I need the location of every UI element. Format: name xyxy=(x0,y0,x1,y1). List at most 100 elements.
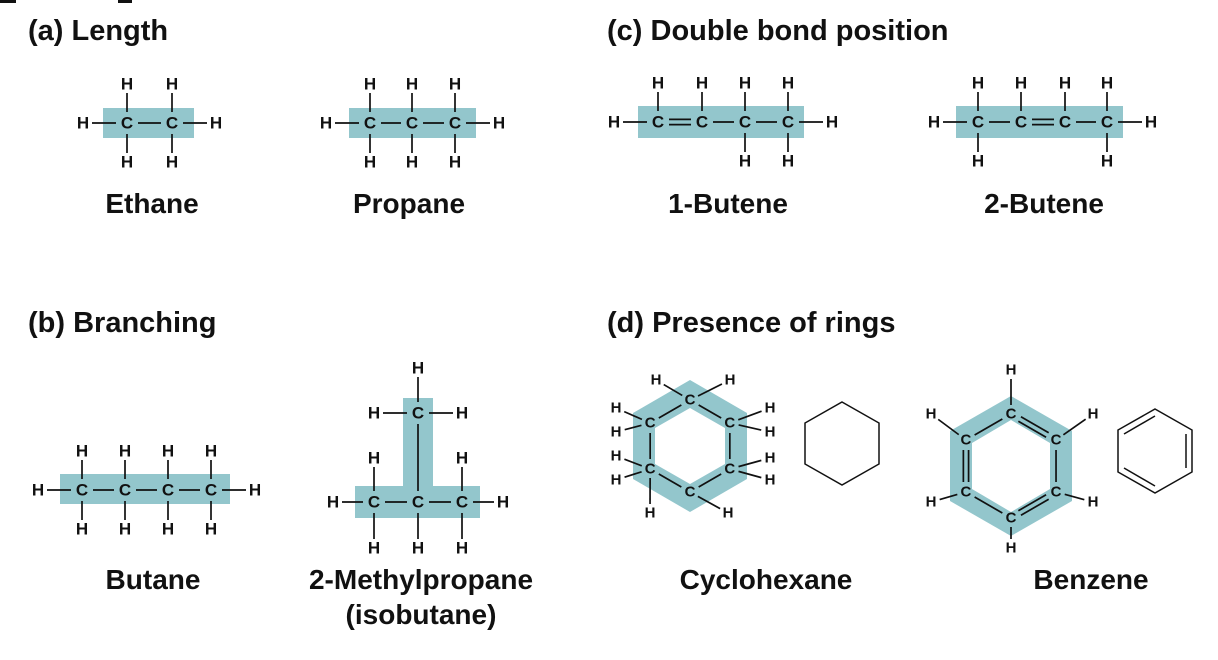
carbon-atom: C xyxy=(782,113,794,132)
hydrogen-atom: H xyxy=(826,113,838,132)
hydrogen-atom: H xyxy=(456,539,468,558)
hydrogen-atom: H xyxy=(76,442,88,461)
hydrogen-atom: H xyxy=(696,74,708,93)
hydrogen-atom: H xyxy=(723,505,734,522)
panel-a-heading: (a) Length xyxy=(28,15,168,47)
hydrogen-atom: H xyxy=(739,152,751,171)
hydrogen-atom: H xyxy=(652,74,664,93)
hydrogen-atom: H xyxy=(765,424,776,441)
molecule-name-cyclohexane: Cyclohexane xyxy=(680,564,853,595)
bond-lines xyxy=(47,92,1142,539)
carbon-atom: C xyxy=(1006,406,1017,423)
single-bond xyxy=(738,459,762,468)
hydrogen-atom: H xyxy=(926,406,937,423)
molecule-name-1-butene: 1-Butene xyxy=(668,188,788,219)
single-bond xyxy=(624,424,642,431)
hydrogen-atom: H xyxy=(493,114,505,133)
hydrogen-atom: H xyxy=(249,481,261,500)
hydrogen-atom: H xyxy=(368,404,380,423)
carbon-atom: C xyxy=(456,493,468,512)
hydrogen-atom: H xyxy=(1088,406,1099,423)
single-bond xyxy=(623,410,643,421)
panel-b-heading: (b) Branching xyxy=(28,307,217,339)
single-bond xyxy=(658,404,682,419)
hydrogen-atom: H xyxy=(782,74,794,93)
hydrogen-atom: H xyxy=(119,520,131,539)
hydrogen-atom: H xyxy=(210,114,222,133)
single-bond xyxy=(658,473,682,488)
carbon-atom: C xyxy=(166,114,178,133)
hydrogen-atom: H xyxy=(412,359,424,378)
carbon-atom: C xyxy=(412,493,424,512)
carbon-atom: C xyxy=(961,432,972,449)
benzene-skeletal-double-bond xyxy=(1123,415,1156,435)
hydrogen-atom: H xyxy=(611,424,622,441)
carbon-atom: C xyxy=(119,481,131,500)
hydrogen-atom: H xyxy=(725,372,736,389)
carbon-atom: C xyxy=(696,113,708,132)
carbon-atom: C xyxy=(1101,113,1113,132)
hydrogen-atom: H xyxy=(972,74,984,93)
carbon-atom: C xyxy=(652,113,664,132)
top-edge-mark xyxy=(118,0,132,3)
benzene-skeletal-formula xyxy=(1117,408,1193,494)
carbon-atom: C xyxy=(972,113,984,132)
hydrogen-atom: H xyxy=(406,75,418,94)
single-bond xyxy=(974,496,1003,514)
hydrogen-atom: H xyxy=(121,75,133,94)
hydrogen-atom: H xyxy=(1088,494,1099,511)
hydrogen-atom: H xyxy=(162,520,174,539)
hydrogen-atom: H xyxy=(364,153,376,172)
ring-interiors xyxy=(655,408,1050,512)
single-bond xyxy=(697,495,721,510)
single-bond xyxy=(937,418,960,436)
hydrogen-atom: H xyxy=(765,400,776,417)
hydrogen-atom: H xyxy=(77,114,89,133)
double-bond xyxy=(1020,498,1050,516)
hydrogen-atom: H xyxy=(1101,74,1113,93)
carbon-atom: C xyxy=(645,461,656,478)
hydrogen-atom: H xyxy=(1101,152,1113,171)
hydrogen-atom: H xyxy=(1006,540,1017,557)
hydrogen-atom: H xyxy=(121,153,133,172)
hydrogen-atom: H xyxy=(364,75,376,94)
hydrogen-atom: H xyxy=(368,539,380,558)
carbon-atom: C xyxy=(685,392,696,409)
hydrogen-atom: H xyxy=(645,505,656,522)
double-bond xyxy=(1017,420,1047,438)
hydrogen-atom: H xyxy=(972,152,984,171)
panel-d-heading: (d) Presence of rings xyxy=(607,307,895,339)
carbon-atom: C xyxy=(205,481,217,500)
carbon-atom: C xyxy=(406,114,418,133)
molecule-name-2-methylpropane: 2-Methylpropane xyxy=(309,564,533,595)
carbon-atom: C xyxy=(645,415,656,432)
hydrogen-atom: H xyxy=(320,114,332,133)
hydrogen-atom: H xyxy=(166,75,178,94)
propane-highlight xyxy=(349,108,476,138)
carbon-atom: C xyxy=(121,114,133,133)
benzene-skeletal-double-bond xyxy=(1123,467,1156,487)
hydrogen-atom: H xyxy=(611,448,622,465)
panel-c-heading: (c) Double bond position xyxy=(607,15,949,47)
top-edge-mark xyxy=(0,0,16,3)
cyclohexane-skeletal-formula xyxy=(804,401,880,486)
hydrogen-atom: H xyxy=(406,153,418,172)
hydrogen-atom: H xyxy=(497,493,509,512)
carbon-atom: C xyxy=(685,484,696,501)
hydrogen-atom: H xyxy=(166,153,178,172)
hydrogen-atom: H xyxy=(651,372,662,389)
hydrogen-atom: H xyxy=(449,153,461,172)
hydrogen-atom: H xyxy=(119,442,131,461)
single-bond xyxy=(939,493,958,501)
single-bond xyxy=(1062,418,1087,436)
single-bond xyxy=(698,473,722,488)
single-bond xyxy=(624,458,643,467)
hydrogen-atom: H xyxy=(162,442,174,461)
single-bond xyxy=(624,470,642,479)
carbon-atom: C xyxy=(76,481,88,500)
hydrogen-atom: H xyxy=(76,520,88,539)
hydrogen-atom: H xyxy=(928,113,940,132)
hydrogen-atom: H xyxy=(1059,74,1071,93)
hydrogen-atom: H xyxy=(205,520,217,539)
